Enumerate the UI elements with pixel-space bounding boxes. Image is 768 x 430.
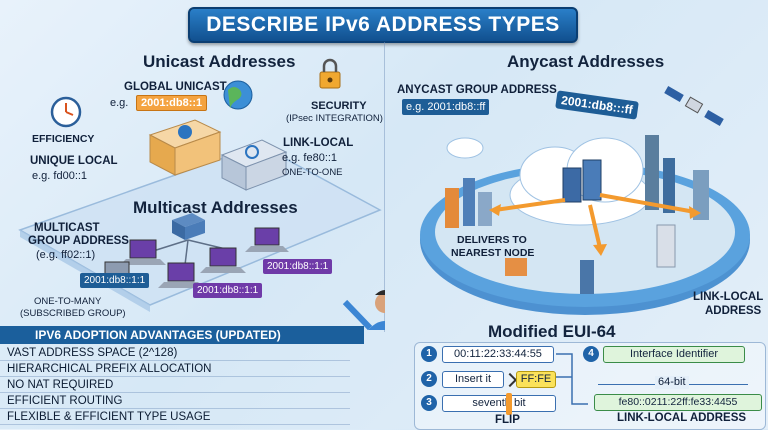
globe-icon bbox=[223, 80, 253, 110]
eui64-step-2-number: 2 bbox=[421, 371, 437, 387]
multicast-heading: Multicast Addresses bbox=[133, 198, 298, 217]
link-local-label: LINK-LOCAL bbox=[283, 137, 354, 149]
eui64-connector bbox=[556, 353, 588, 405]
advantage-item-2: HIERARCHICAL PREFIX ALLOCATION bbox=[0, 361, 350, 377]
eui64-flip-label: FLIP bbox=[495, 414, 520, 426]
eui64-seventh-bit: seventh bit bbox=[442, 395, 556, 412]
advantage-item-1: VAST ADDRESS SPACE (2^128) bbox=[0, 345, 350, 361]
eui64-step-4-number: 4 bbox=[583, 346, 599, 362]
multicast-note-2: (SUBSCRIBED GROUP) bbox=[20, 308, 126, 319]
eui64-ff-fe: FF:FE bbox=[516, 371, 556, 388]
clock-icon bbox=[50, 96, 82, 128]
building-bottom-2 bbox=[580, 260, 594, 294]
presenter-figure bbox=[342, 290, 385, 330]
global-unicast-prefix: e.g. bbox=[110, 97, 129, 109]
building-right-2 bbox=[663, 158, 675, 213]
unicast-device-left bbox=[148, 119, 222, 176]
advantage-item-4: EFFICIENT ROUTING bbox=[0, 393, 350, 409]
eui64-result-address: fe80::0211:22ff:fe33:4455 bbox=[594, 394, 762, 411]
eui64-step-2-text: Insert it bbox=[442, 371, 504, 388]
anycast-link-local-1: LINK-LOCAL bbox=[693, 291, 764, 303]
building-left-1 bbox=[445, 188, 459, 228]
laptop-3 bbox=[200, 247, 246, 273]
advantage-item-5: FLEXIBLE & EFFICIENT TYPE USAGE bbox=[0, 409, 350, 425]
anycast-arrows bbox=[494, 193, 696, 249]
multicast-chip-a: 2001:db8::1:1 bbox=[80, 273, 150, 288]
small-cloud-icon bbox=[446, 137, 484, 159]
eui64-step-1-number: 1 bbox=[421, 346, 437, 362]
multicast-chip-b: 2001:db8::1:1 bbox=[193, 283, 263, 298]
security-sub: (IPsec INTEGRATION) bbox=[286, 113, 383, 124]
global-unicast-address: 2001:db8::1 bbox=[136, 95, 208, 111]
laptop-2 bbox=[158, 262, 204, 288]
eui64-result-label: LINK-LOCAL ADDRESS bbox=[617, 412, 747, 424]
link-local-address: e.g. fe80::1 bbox=[282, 152, 338, 164]
laptop-1 bbox=[120, 239, 166, 265]
link-local-note: ONE-TO-ONE bbox=[282, 167, 343, 178]
eui64-interface-identifier: Interface Identifier bbox=[603, 346, 745, 363]
multicast-group-label-2: GROUP ADDRESS bbox=[28, 235, 129, 247]
anycast-delivers-1: DELIVERS TO bbox=[457, 234, 527, 246]
efficiency-label: EFFICIENCY bbox=[32, 133, 95, 145]
anycast-illustration bbox=[420, 86, 750, 315]
multicast-group-label-1: MULTICAST bbox=[34, 222, 100, 234]
building-left-3 bbox=[478, 192, 492, 226]
unicast-heading: Unicast Addresses bbox=[143, 52, 296, 71]
unicast-device-right bbox=[220, 139, 288, 191]
flip-bit-marker bbox=[506, 393, 512, 415]
advantages-heading: IPV6 ADOPTION ADVANTAGES (UPDATED) bbox=[0, 326, 364, 344]
anycast-group-label: ANYCAST GROUP ADDRESS bbox=[397, 84, 557, 96]
building-left-2 bbox=[463, 178, 475, 226]
anycast-server bbox=[562, 159, 602, 203]
lock-icon bbox=[319, 58, 341, 89]
unique-local-address: e.g. fd00::1 bbox=[32, 170, 88, 182]
eui64-heading: Modified EUI-64 bbox=[488, 322, 616, 341]
anycast-delivers-2: NEAREST NODE bbox=[451, 247, 535, 259]
eui64-mac-address: 00:11:22:33:44:55 bbox=[442, 346, 554, 363]
eui64-step-3-number: 3 bbox=[421, 395, 437, 411]
satellite-icon bbox=[664, 86, 724, 126]
security-label: SECURITY bbox=[311, 100, 367, 112]
building-right-3 bbox=[693, 170, 709, 220]
anycast-link-local-2: ADDRESS bbox=[705, 305, 762, 317]
multicast-server bbox=[172, 213, 205, 240]
laptop-4 bbox=[245, 227, 289, 252]
advantage-item-3: NO NAT REQUIRED bbox=[0, 377, 350, 393]
page-title-banner: DESCRIBE IPv6 ADDRESS TYPES bbox=[188, 7, 578, 43]
multicast-note-1: ONE-TO-MANY bbox=[34, 296, 102, 307]
building-bottom-3 bbox=[656, 224, 676, 268]
eui64-bits-label: 64-bit bbox=[655, 376, 689, 389]
anycast-heading: Anycast Addresses bbox=[507, 52, 665, 71]
multicast-group-example: (e.g. ff02::1) bbox=[36, 249, 96, 261]
building-right-1 bbox=[645, 135, 659, 210]
anycast-group-example: e.g. 2001:db8::ff bbox=[402, 99, 490, 115]
global-unicast-label: GLOBAL UNICAST bbox=[124, 81, 227, 93]
building-bottom-1 bbox=[505, 258, 527, 276]
section-divider bbox=[384, 42, 385, 332]
unique-local-label: UNIQUE LOCAL bbox=[30, 155, 118, 167]
multicast-chip-c: 2001:db8::1:1 bbox=[263, 259, 333, 274]
